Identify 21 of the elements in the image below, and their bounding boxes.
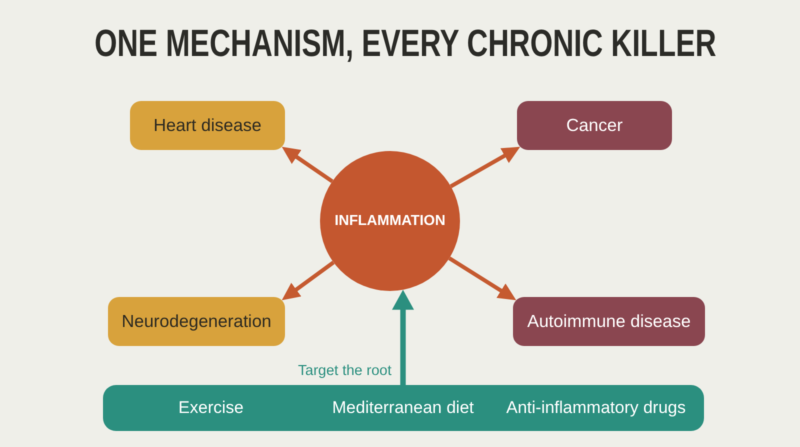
edge-label: Target the root — [296, 362, 394, 380]
disease-box — [130, 101, 285, 150]
hub-label: INFLAMMATION — [334, 212, 446, 230]
arrow — [280, 260, 335, 302]
disease-label: Neurodegeneration — [122, 311, 272, 332]
disease-label: Cancer — [566, 115, 623, 136]
intervention-label: Mediterranean diet — [332, 398, 474, 418]
disease-label: Heart disease — [154, 115, 262, 136]
arrow — [392, 290, 414, 385]
arrow — [280, 145, 334, 184]
intervention-bar — [103, 385, 704, 431]
disease-box — [517, 101, 672, 150]
arrow — [448, 256, 518, 302]
title: ONE MECHANISM, EVERY CHRONIC KILLER — [94, 24, 716, 66]
intervention-label: Exercise — [178, 398, 244, 418]
disease-box — [513, 297, 705, 346]
hub-circle — [320, 151, 460, 291]
disease-box — [108, 297, 285, 346]
disease-label: Autoimmune disease — [527, 311, 691, 332]
arrow — [450, 145, 522, 188]
intervention-label: Anti-inflammatory drugs — [506, 398, 686, 418]
